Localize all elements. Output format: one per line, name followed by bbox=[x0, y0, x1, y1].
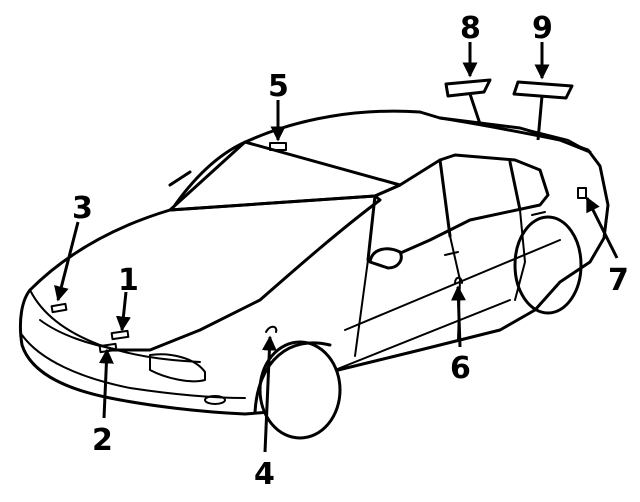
body-crease bbox=[344, 239, 561, 331]
c-pillar bbox=[508, 160, 522, 212]
callout-6: 6 bbox=[450, 351, 471, 386]
decal-7 bbox=[577, 187, 587, 199]
callout-9: 9 bbox=[532, 11, 553, 46]
label-8-pointer bbox=[468, 93, 482, 125]
trunk-line bbox=[519, 127, 591, 153]
leader-2 bbox=[98, 348, 114, 419]
callout-8: 8 bbox=[460, 11, 481, 46]
fog-lamp bbox=[204, 395, 226, 405]
leader-3 bbox=[54, 221, 80, 302]
callout-2: 2 bbox=[92, 423, 113, 458]
label-8-shape bbox=[444, 78, 492, 98]
leader-7 bbox=[585, 196, 619, 259]
rear-wheel bbox=[513, 215, 583, 315]
decal-1 bbox=[110, 329, 130, 341]
leader-1 bbox=[115, 291, 131, 332]
callout-1: 1 bbox=[118, 263, 139, 298]
front-door bbox=[354, 235, 461, 357]
door-handle-rear bbox=[531, 211, 546, 216]
grille-line bbox=[39, 319, 121, 351]
callout-numbers: 1 2 3 4 5 6 7 8 9 bbox=[72, 11, 629, 492]
headlamp bbox=[149, 353, 206, 383]
decal-5 bbox=[269, 142, 287, 151]
rear-door bbox=[514, 209, 526, 301]
callout-4: 4 bbox=[254, 457, 275, 492]
side-mirror bbox=[368, 247, 403, 270]
callout-7: 7 bbox=[608, 263, 629, 298]
decal-3 bbox=[50, 302, 68, 314]
rocker bbox=[329, 299, 511, 373]
car-body bbox=[18, 109, 610, 440]
hood-outline bbox=[28, 194, 382, 352]
leader-lines bbox=[54, 42, 619, 453]
decal-6 bbox=[454, 276, 463, 284]
label-9-shape bbox=[512, 80, 574, 100]
door-handle-front bbox=[444, 251, 459, 256]
windshield bbox=[168, 140, 402, 212]
loose-labels bbox=[444, 78, 574, 141]
callout-3: 3 bbox=[72, 191, 93, 226]
leader-4 bbox=[261, 335, 277, 453]
body-outline bbox=[18, 116, 610, 416]
front-wheel bbox=[258, 340, 342, 440]
antenna bbox=[168, 170, 192, 187]
callout-5: 5 bbox=[268, 69, 289, 104]
roof-outline bbox=[173, 109, 592, 207]
front-wheel-arch bbox=[253, 341, 332, 414]
front-bumper bbox=[21, 334, 246, 399]
decal-4 bbox=[265, 325, 278, 333]
b-pillar bbox=[438, 158, 452, 238]
label-9-pointer bbox=[536, 95, 544, 141]
label-decals bbox=[50, 142, 587, 354]
leader-6 bbox=[450, 285, 466, 348]
